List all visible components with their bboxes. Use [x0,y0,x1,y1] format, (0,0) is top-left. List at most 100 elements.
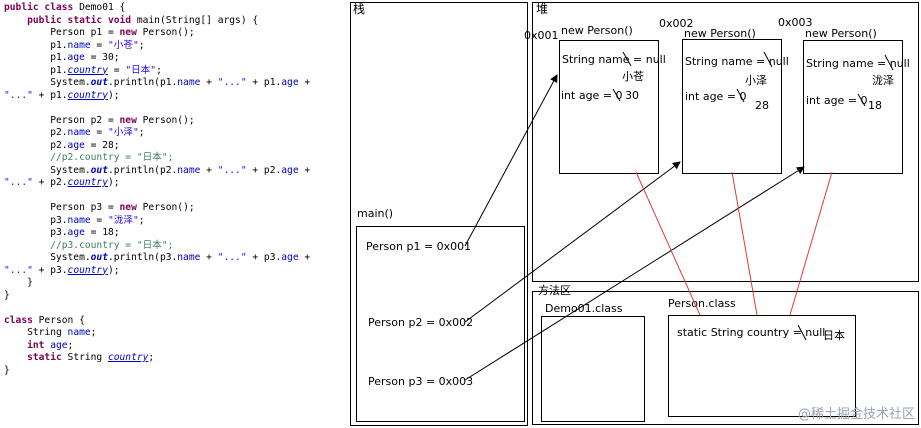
object-2-name-value: 小泽 [745,74,767,87]
object-3-age-value: 18 [868,99,882,112]
code-token: //p3.country = "日本"; [4,239,174,251]
code-token: + [298,252,311,263]
code-token: new [119,114,143,126]
code-token: Person(); [142,114,195,126]
code-line: Person p1 = new Person(); [4,27,350,40]
code-token: ; [138,39,145,51]
code-token: String [67,352,108,363]
code-token: //p2.country = "日本"; [4,152,174,163]
object-1-age-field: int age = 0 [561,89,623,102]
code-line: p3.age = 18; [4,227,350,240]
code-token: Person { [38,314,85,326]
code-token: + [200,164,218,176]
code-token: = [90,127,108,138]
code-token: "小苍" [107,39,139,51]
code-token: = [107,64,126,76]
code-token: p3. [4,227,68,238]
heap-label: 堆 [536,2,549,16]
object-1-name-field: String name = null [562,53,666,66]
code-token: String [4,327,68,338]
code-line: } [4,277,350,290]
object-3-name-field: String name = null [806,57,910,70]
code-line: //p2.country = "日本"; [4,152,350,165]
code-token: country [67,264,108,276]
main-frame-label: main() [357,207,394,220]
code-line: p2.age = 28; [4,140,350,153]
arrow-p3-to-object-3 [464,166,805,381]
code-line: int age; [4,340,350,353]
source-code-panel: public class Demo01 { public static void… [4,2,350,377]
object-3-box [803,40,903,174]
strike-name-null-2 [763,51,773,68]
code-token: "日本" [125,64,157,76]
arrow-p2-to-object-2 [464,161,681,323]
object-3-name-value: 泷泽 [872,74,894,87]
code-token: name [177,252,201,263]
code-token: ; [138,127,145,138]
code-line: System.out.println(p3.name + "..." + p3.… [4,252,350,265]
object-1-box [559,40,659,174]
strike-age-0-2 [736,88,745,103]
code-token: Person p1 = [4,27,120,38]
code-token: age [281,77,299,88]
object-1-age-value: 30 [625,89,639,102]
code-token: name [177,164,201,176]
code-token: System. [4,77,91,88]
code-line: class Person { [4,315,350,328]
code-token: age [281,252,299,263]
code-line: String name; [4,327,350,340]
strike-age-0-1 [612,88,621,102]
code-line: Person p3 = new Person(); [4,202,350,215]
object-2-addr: 0x002 [659,17,694,30]
code-line: System.out.println(p1.name + "..." + p1.… [4,77,350,90]
code-token: + [298,164,311,176]
object-1-addr: 0x001 [524,29,559,42]
code-line: //p3.country = "日本"; [4,240,350,253]
code-token: "..." [4,177,33,188]
code-token: out [90,164,108,176]
code-token: age [50,339,68,351]
code-token: + [200,252,218,263]
code-token: new [119,202,143,213]
demo01-class-box [541,316,645,422]
code-token: country [67,89,108,101]
code-line: } [4,365,350,378]
main-frame [356,226,525,422]
code-token: Person p2 = [4,114,120,126]
code-token: } [4,289,10,301]
code-token: ); [107,264,120,276]
code-token: + p3. [246,252,282,263]
strike-static-null [797,324,807,341]
var-p3: Person p3 = 0x003 [368,375,474,388]
object-2-age-field: int age = 0 [685,90,747,103]
code-token: p3. [4,214,68,226]
code-token: age [281,164,299,176]
code-token: = [90,214,108,226]
code-line: public static void main(String[] args) { [4,15,350,28]
code-token: p2. [4,127,68,138]
code-token: out [90,77,108,88]
code-line: p1.age = 30; [4,52,350,65]
object-3-title: new Person() [805,27,877,40]
object-2-age-value: 28 [755,99,769,112]
object-1-name-value: 小苍 [622,70,644,83]
code-token: System. [4,164,91,176]
code-token: "..." [217,164,247,176]
code-line: "..." + p3.country); [4,265,350,278]
object-3-age-field: int age = 0 [806,94,868,107]
code-line: public class Demo01 { [4,2,350,15]
code-token: name [67,127,91,138]
code-line: static String country; [4,352,350,365]
code-token: Person(); [142,27,195,38]
code-token: p2. [4,139,68,151]
code-token: age [67,52,85,63]
code-token: ); [107,177,120,188]
strike-name-null-1 [622,51,632,67]
static-country-field: static String country = null [677,326,826,339]
code-token: new [119,27,143,38]
code-token: out [90,252,108,263]
code-token: ; [138,214,145,226]
code-token: } [4,277,33,288]
code-token: "小泽" [107,127,139,138]
